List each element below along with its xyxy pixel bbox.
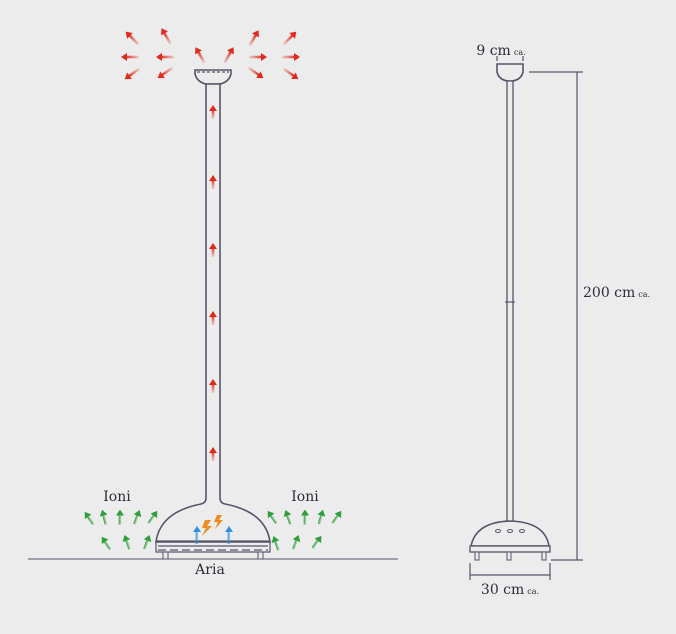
dim-foot-2 bbox=[506, 551, 512, 561]
green-arrow-icon bbox=[84, 511, 95, 525]
airflow-diagram: Ioni Ioni Aria bbox=[28, 28, 398, 578]
hot-air-arrows bbox=[121, 28, 300, 80]
green-arrow-icon bbox=[317, 509, 326, 525]
red-arrow-icon bbox=[282, 31, 297, 46]
blue-arrow-icon bbox=[193, 526, 201, 544]
ion-arrows-right bbox=[267, 509, 342, 551]
base-width-suffix: ca. bbox=[527, 587, 539, 596]
head-width-suffix: ca. bbox=[514, 48, 526, 57]
red-arrow-icon bbox=[156, 53, 174, 61]
red-arrow-icon bbox=[282, 53, 300, 61]
base-vents bbox=[158, 545, 268, 551]
air-intake-arrows bbox=[193, 526, 233, 544]
base-width-value: 30 cm bbox=[481, 582, 524, 598]
green-arrow-icon bbox=[116, 509, 124, 525]
ion-arrows-left bbox=[84, 509, 158, 550]
red-arrow-icon bbox=[124, 67, 141, 80]
green-arrow-icon bbox=[99, 509, 108, 525]
ions-label-left: Ioni bbox=[103, 489, 131, 505]
red-arrow-icon bbox=[209, 447, 217, 461]
dim-lamp-head bbox=[496, 63, 524, 82]
base-foot-left bbox=[162, 551, 169, 560]
green-arrow-icon bbox=[301, 509, 309, 525]
red-arrow-icon bbox=[125, 31, 140, 46]
green-arrow-icon bbox=[133, 509, 142, 525]
dim-base-plate bbox=[469, 545, 551, 553]
green-arrow-icon bbox=[267, 510, 278, 524]
red-arrow-icon bbox=[195, 47, 206, 64]
red-arrow-icon bbox=[248, 30, 259, 47]
red-arrow-icon bbox=[121, 53, 139, 61]
air-label: Aria bbox=[194, 562, 225, 578]
lightning-icon bbox=[202, 515, 223, 536]
dim-foot-3 bbox=[541, 551, 547, 561]
red-arrow-icon bbox=[161, 28, 172, 45]
red-arrow-icon bbox=[249, 53, 267, 61]
pole-hot-air-arrows bbox=[209, 105, 217, 461]
head-width-dimension: 9 cm ca. bbox=[476, 43, 526, 61]
green-arrow-icon bbox=[292, 534, 301, 550]
red-arrow-icon bbox=[209, 243, 217, 257]
blue-arrow-icon bbox=[225, 526, 233, 544]
red-arrow-icon bbox=[209, 311, 217, 325]
green-arrow-icon bbox=[311, 535, 322, 549]
height-suffix: ca. bbox=[638, 290, 650, 299]
base-foot-right bbox=[257, 551, 264, 560]
base-holes bbox=[495, 529, 525, 533]
green-arrow-icon bbox=[147, 510, 158, 524]
red-arrow-icon bbox=[223, 47, 234, 64]
green-arrow-icon bbox=[122, 534, 131, 550]
red-arrow-icon bbox=[209, 105, 217, 119]
height-value: 200 cm bbox=[583, 285, 635, 301]
green-arrow-icon bbox=[143, 534, 152, 550]
base-plate bbox=[155, 540, 271, 553]
red-arrow-icon bbox=[209, 379, 217, 393]
green-arrow-icon bbox=[331, 510, 342, 524]
green-arrow-icon bbox=[101, 536, 112, 550]
red-arrow-icon bbox=[157, 66, 174, 79]
red-arrow-icon bbox=[247, 66, 264, 79]
dim-foot-1 bbox=[474, 551, 480, 561]
green-arrow-icon bbox=[283, 509, 292, 525]
red-arrow-icon bbox=[209, 175, 217, 189]
red-arrow-icon bbox=[282, 67, 299, 80]
green-arrow-icon bbox=[271, 535, 280, 551]
ions-label-right: Ioni bbox=[291, 489, 319, 505]
dim-lamp-base bbox=[470, 520, 550, 547]
head-width-value: 9 cm bbox=[476, 43, 510, 59]
